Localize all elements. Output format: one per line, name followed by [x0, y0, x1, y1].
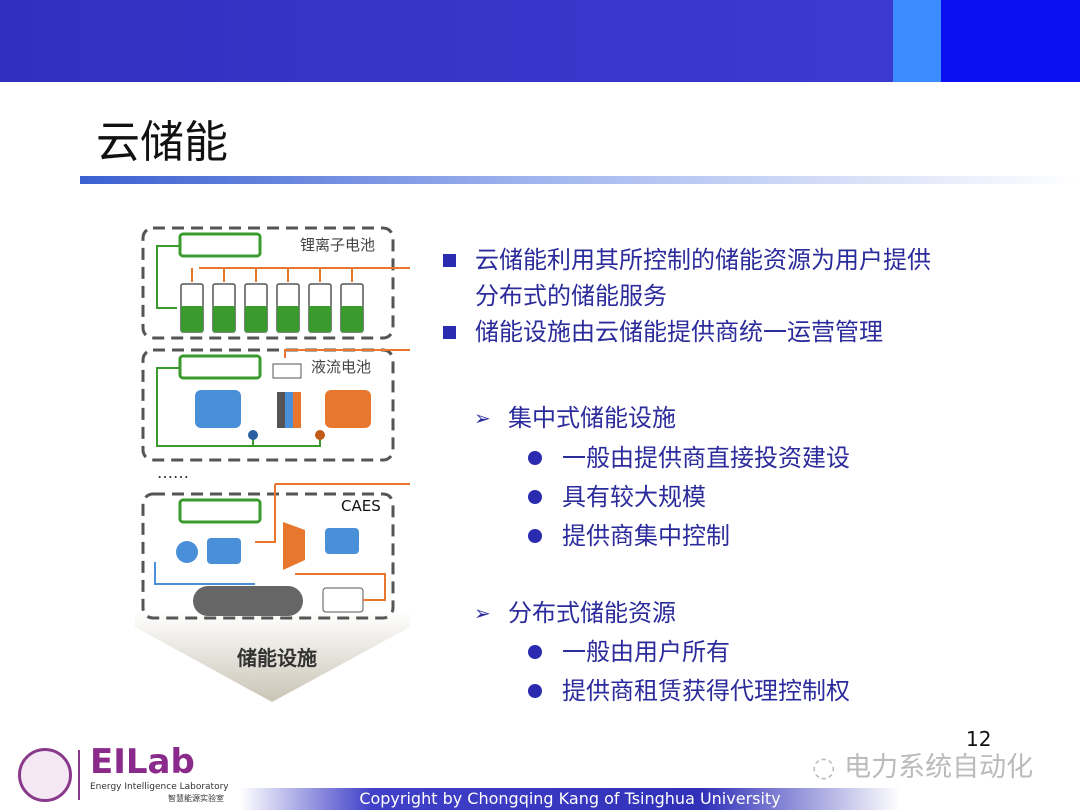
storage-diagram: …… 锂离子电池 液流电池 CAES 储能设施: [135, 222, 410, 706]
title-rule: [80, 176, 1080, 184]
bullet-1: 云储能利用其所控制的储能资源为用户提供分布式的储能服务: [443, 242, 931, 314]
page-number: 12: [966, 727, 992, 751]
label-flow: 液流电池: [311, 358, 372, 376]
list-item: 具有较大规模: [528, 479, 706, 515]
list-item: 提供商租赁获得代理控制权: [528, 673, 850, 709]
label-caes: CAES: [341, 497, 381, 515]
label-li-ion: 锂离子电池: [300, 236, 376, 254]
top-banner: [0, 0, 1080, 82]
list-item: 一般由提供商直接投资建设: [528, 440, 850, 476]
section-heading-2: ➢分布式储能资源: [474, 599, 676, 627]
svg-text:……: ……: [157, 463, 189, 482]
slide-title: 云储能: [96, 117, 228, 168]
label-facility: 储能设施: [237, 646, 317, 670]
watermark: ◌ 电力系统自动化: [812, 752, 1034, 783]
list-item: 提供商集中控制: [528, 518, 730, 554]
section-heading-1: ➢集中式储能设施: [474, 404, 676, 432]
bullet-2: 储能设施由云储能提供商统一运营管理: [443, 314, 883, 350]
list-item: 一般由用户所有: [528, 634, 730, 670]
copyright: Copyright by Chongqing Kang of Tsinghua …: [240, 788, 900, 810]
